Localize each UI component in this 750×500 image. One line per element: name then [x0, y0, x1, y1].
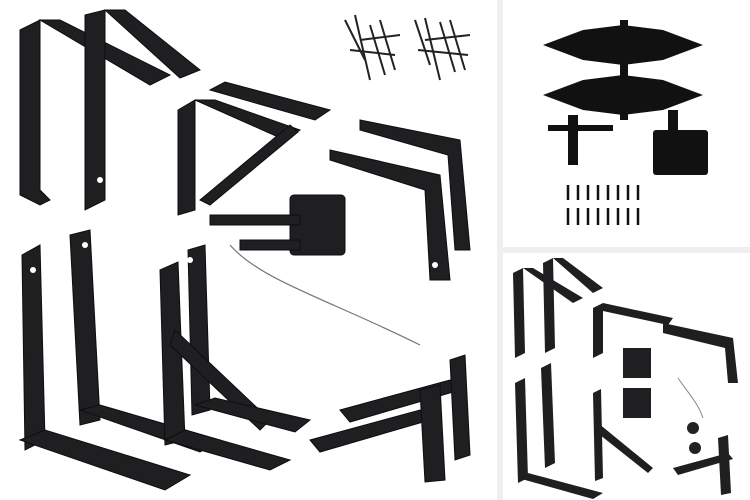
l-bracket-arm	[103, 9, 201, 79]
corner-bracket	[419, 384, 446, 483]
shelf-bracket	[208, 81, 332, 121]
latch-handle	[548, 125, 613, 131]
kit-overview-image	[503, 253, 750, 500]
hinge-latch-illustration	[543, 20, 708, 225]
hinge-bracket	[69, 229, 101, 426]
latch-bar	[209, 214, 301, 226]
base-plate	[193, 397, 312, 433]
corner-bracket	[329, 149, 451, 281]
l-bracket	[19, 19, 51, 206]
screw-set	[566, 185, 640, 225]
l-bracket	[84, 9, 106, 211]
latch-bar	[239, 239, 301, 251]
bracket-kit-illustration	[18, 9, 471, 491]
latch-post	[568, 115, 578, 165]
shelf-bracket-arm	[194, 99, 302, 141]
base-plate	[18, 429, 192, 491]
screw-pile	[414, 17, 471, 81]
hinge-bracket	[21, 244, 46, 451]
shelf-bracket	[177, 99, 196, 216]
triangle-bracket	[187, 244, 211, 416]
base-plate	[163, 429, 292, 471]
corner-bracket	[359, 119, 471, 251]
hinge-set-image	[503, 0, 750, 247]
main-product-image	[0, 0, 497, 500]
gate-latch-body	[653, 130, 708, 175]
pull-cable	[229, 244, 421, 346]
shelf-brace	[199, 124, 299, 206]
hinge-barrel	[620, 20, 628, 120]
corner-bracket	[449, 354, 471, 461]
kit-overview-illustration	[513, 258, 738, 499]
screw-pile	[344, 14, 401, 81]
latch-arm	[668, 110, 678, 145]
